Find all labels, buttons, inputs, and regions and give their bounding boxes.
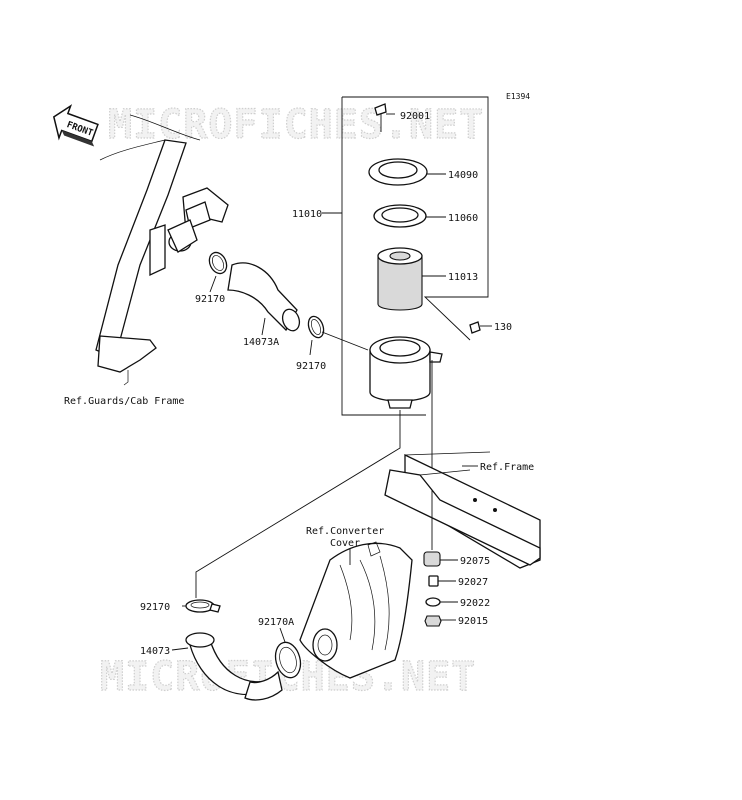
label-92075: 92075 (460, 556, 490, 567)
label-92170-upper: 92170 (195, 294, 225, 305)
label-92170A: 92170A (258, 617, 294, 628)
clamp-92170-lower (182, 599, 221, 613)
clamp-92170-middle (307, 315, 369, 356)
air-cleaner-case (195, 336, 443, 598)
damper-92075 (423, 551, 458, 567)
label-14073A: 14073A (243, 337, 279, 348)
washer-92022 (425, 597, 458, 607)
screw-92001 (374, 103, 395, 132)
label-ref-frame: Ref.Frame (480, 462, 534, 473)
label-11060: 11060 (448, 213, 478, 224)
label-14090: 14090 (448, 170, 478, 181)
converter-cover (299, 541, 413, 679)
label-92022: 92022 (460, 598, 490, 609)
collar-92027 (428, 575, 456, 587)
label-11010: 11010 (292, 209, 322, 220)
label-92170-middle: 92170 (296, 361, 326, 372)
clamp-92170-upper (208, 251, 228, 293)
label-92001: 92001 (400, 111, 430, 122)
label-11013: 11013 (448, 272, 478, 283)
assembly-bracket (341, 96, 489, 416)
label-92170-lower: 92170 (140, 602, 170, 613)
label-92015: 92015 (458, 616, 488, 627)
front-arrow-icon: FRONT (52, 104, 99, 147)
label-92027: 92027 (458, 577, 488, 588)
cover-14090 (368, 158, 446, 186)
filter-element-11013 (377, 247, 446, 311)
gasket-11060 (373, 204, 446, 228)
bolt-130 (469, 321, 492, 334)
label-14073: 14073 (140, 646, 170, 657)
vehicle-frame (384, 451, 541, 569)
guards-cab-frame (95, 114, 229, 386)
label-ref-guards-frame: Ref.Guards/Cab Frame (64, 396, 184, 407)
nut-92015 (424, 615, 456, 627)
hose-14073 (185, 632, 283, 701)
leader-14073 (171, 647, 189, 651)
label-ref-converter-cover: Cover (330, 538, 360, 549)
label-130: 130 (494, 322, 512, 333)
diagram-code: E1394 (506, 92, 530, 101)
label-ref-converter: Ref.Converter (306, 526, 384, 537)
hose-14073A (227, 262, 301, 336)
clamp-92170A (274, 627, 302, 679)
